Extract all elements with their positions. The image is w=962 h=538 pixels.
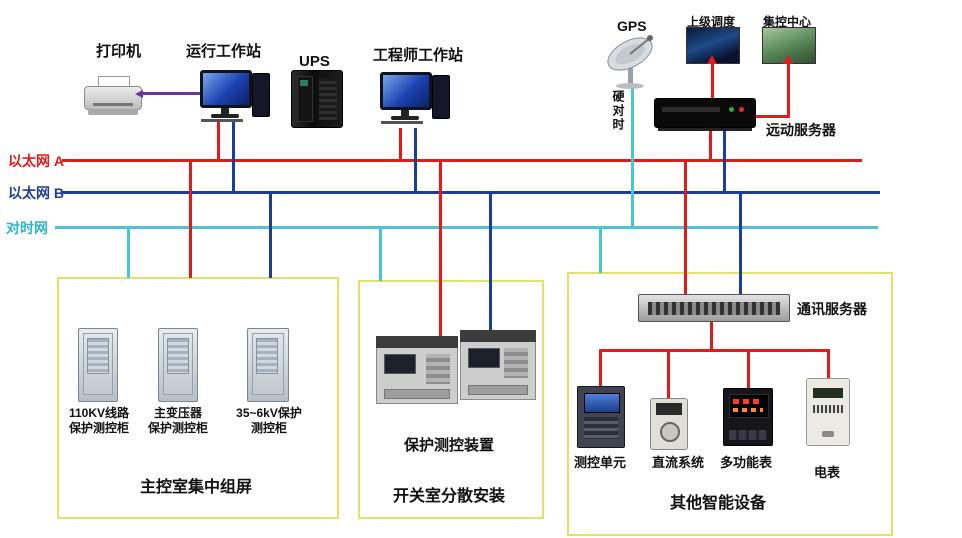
telecontrol-server-image: [654, 98, 756, 131]
cabinet-110kv-image: [78, 328, 118, 402]
conn-leftbox-ethernet-b: [269, 194, 272, 278]
conn-server-control-center-h: [754, 115, 790, 118]
printer-to-workstation-line: [142, 92, 200, 95]
dc-system-label: 直流系统: [652, 455, 705, 470]
measuring-unit-image: [577, 386, 625, 448]
conn-measuring-unit: [599, 351, 602, 386]
telecontrol-server-label: 远动服务器: [766, 122, 836, 138]
multifunction-meter-label: 多功能表: [720, 455, 773, 470]
ups-label: UPS: [299, 53, 330, 70]
conn-rightbox-ethernet-a: [684, 162, 687, 295]
protection-device-1-image: [376, 336, 458, 404]
ethernet-a-bus-line: [62, 159, 862, 162]
measuring-unit-label: 测控单元: [574, 455, 627, 470]
printer-image: [84, 76, 142, 116]
gps-label: GPS: [617, 18, 647, 34]
conn-server-ethernet-b: [723, 128, 726, 193]
operator-workstation-image: [200, 70, 270, 122]
hard-time-sync-label: 硬对时: [611, 90, 625, 132]
conn-engineer-ws-ethernet-b: [414, 128, 417, 193]
ethernet-a-label: 以太网 A: [8, 153, 64, 169]
conn-midbox-ethernet-a: [439, 162, 442, 338]
comm-distribution-line: [599, 349, 830, 352]
multifunction-meter-image: [723, 388, 773, 446]
right-box-caption: 其他智能设备: [669, 495, 766, 512]
group-box-switchgear-room: [358, 280, 544, 519]
gps-dish-icon: [600, 32, 662, 90]
conn-server-control-center-v: [787, 63, 790, 118]
protection-device-2-image: [460, 330, 536, 400]
time-sync-bus-line: [55, 226, 878, 229]
cabinet-35-6kv-image: [247, 328, 289, 402]
conn-operator-ws-ethernet-b: [232, 122, 235, 193]
ethernet-b-label: 以太网 B: [8, 185, 64, 201]
conn-leftbox-time-sync: [127, 229, 130, 278]
ups-image: [291, 70, 343, 128]
left-box-caption: 主控室集中组屏: [139, 479, 252, 496]
time-sync-net-label: 对时网: [6, 220, 48, 236]
energy-meter-image: [806, 378, 850, 446]
energy-meter-label: 电表: [814, 465, 841, 480]
printer-label: 打印机: [96, 43, 142, 60]
cabinet-110kv-label: 110KV线路保护测控柜: [68, 406, 130, 435]
conn-operator-ws-ethernet-a: [217, 122, 220, 161]
cabinet-transformer-label: 主变压器保护测控柜: [147, 406, 208, 435]
conn-rightbox-time-sync: [599, 229, 602, 273]
conn-server-dispatch: [711, 63, 714, 98]
conn-gps-time-sync: [631, 88, 634, 229]
conn-comm-server-drop: [710, 322, 713, 350]
engineer-workstation-image: [380, 72, 450, 128]
dc-system-image: [650, 398, 688, 450]
ethernet-b-bus-line: [62, 191, 880, 194]
superior-dispatch-label: 上级调度: [687, 15, 736, 29]
operator-workstation-label: 运行工作站: [186, 43, 262, 60]
comm-server-image: [638, 294, 790, 322]
cabinet-transformer-image: [158, 328, 198, 402]
conn-engineer-ws-ethernet-a: [399, 128, 402, 161]
conn-energy-meter: [827, 351, 830, 378]
protection-device-label: 保护测控装置: [403, 437, 494, 454]
conn-dc-system: [667, 351, 670, 398]
conn-rightbox-ethernet-b: [739, 194, 742, 295]
printer-link-arrow-icon: [135, 90, 143, 98]
conn-midbox-ethernet-b: [489, 194, 492, 332]
comm-server-label: 通讯服务器: [797, 301, 867, 317]
conn-multifunction-meter: [747, 351, 750, 388]
conn-server-ethernet-a: [709, 128, 712, 161]
middle-box-caption: 开关室分散安装: [392, 488, 505, 505]
group-box-other-smart-devices: [567, 272, 893, 536]
control-center-label: 集控中心: [763, 15, 812, 29]
conn-midbox-time-sync: [379, 229, 382, 281]
arrow-to-control-center-icon: [783, 55, 793, 64]
engineer-workstation-label: 工程师工作站: [373, 47, 464, 64]
arrow-to-dispatch-icon: [707, 55, 717, 64]
conn-leftbox-ethernet-a: [189, 162, 192, 278]
cabinet-35-6kv-label: 35~6kV保护测控柜: [236, 406, 302, 435]
group-box-main-control-room: [57, 277, 339, 519]
